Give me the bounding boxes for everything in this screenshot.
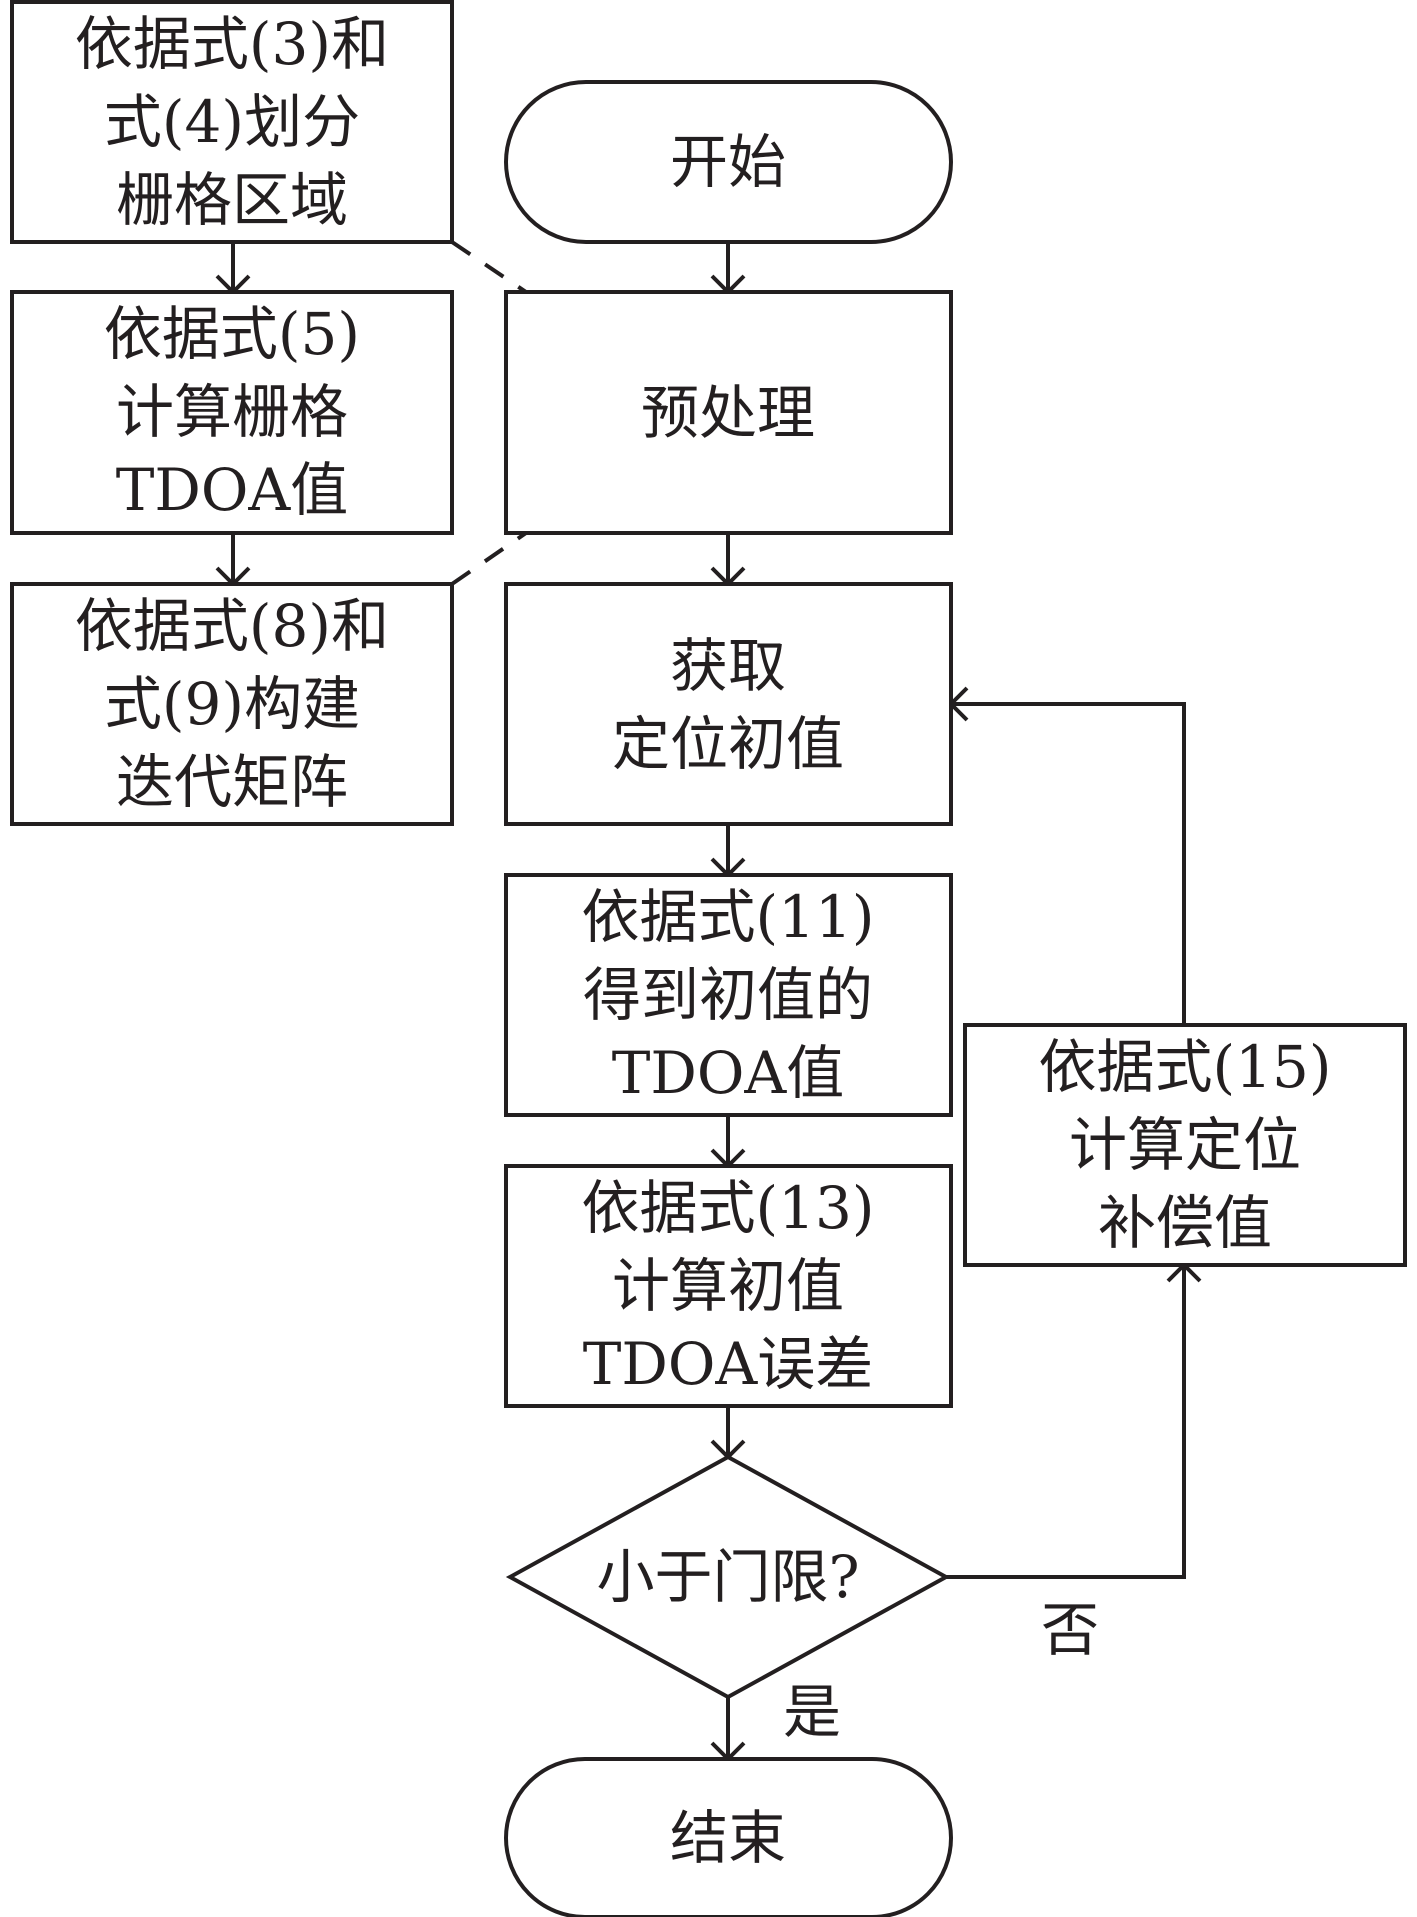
eq11-line-1: 依据式(11) bbox=[581, 883, 874, 951]
preprocess-label: 预处理 bbox=[641, 379, 815, 447]
eq13-line-2: 计算初值 bbox=[612, 1252, 844, 1320]
dashed-link-lower bbox=[450, 531, 528, 586]
get-initial-line-2: 定位初值 bbox=[612, 710, 844, 778]
dashed-link-upper bbox=[450, 240, 528, 294]
end-label: 结束 bbox=[670, 1804, 786, 1872]
eq3-4-line-2: 式(4)划分 bbox=[104, 88, 360, 156]
eq13-line-3: TDOA误差 bbox=[583, 1330, 874, 1398]
eq11-line-2: 得到初值的 bbox=[583, 961, 873, 1029]
start-terminal bbox=[504, 80, 953, 244]
eq15-line-2: 计算定位 bbox=[1069, 1111, 1301, 1179]
decision-diamond bbox=[505, 1454, 951, 1700]
eq11-box bbox=[504, 873, 953, 1117]
edge-label-yes: 是 bbox=[783, 1678, 841, 1746]
eq8-9-line-3: 迭代矩阵 bbox=[116, 748, 348, 816]
get-initial-box bbox=[504, 582, 953, 826]
eq15-line-3: 补偿值 bbox=[1098, 1189, 1272, 1257]
eq13-line-1: 依据式(13) bbox=[581, 1174, 874, 1242]
eq3-4-line-1: 依据式(3)和 bbox=[75, 10, 389, 78]
eq3-4-line-3: 栅格区域 bbox=[116, 166, 348, 234]
edge-decision-eq15 bbox=[946, 1265, 1186, 1579]
eq15-box bbox=[963, 1023, 1407, 1267]
node-labels: 开始 预处理 获取 定位初值 依据式(11) 得到初值的 TDOA值 依据式(1… bbox=[75, 10, 1332, 1872]
decision-label: 小于门限? bbox=[596, 1543, 859, 1611]
end-terminal bbox=[504, 1757, 953, 1917]
eq5-line-1: 依据式(5) bbox=[104, 300, 360, 368]
get-initial-line-1: 获取 bbox=[670, 632, 786, 700]
eq5-line-2: 计算栅格 bbox=[116, 378, 348, 446]
edge-label-no: 否 bbox=[1041, 1596, 1099, 1664]
eq8-9-box bbox=[10, 582, 454, 826]
start-label: 开始 bbox=[670, 128, 786, 196]
eq15-line-1: 依据式(15) bbox=[1038, 1033, 1331, 1101]
eq8-9-line-2: 式(9)构建 bbox=[104, 670, 360, 738]
edge-eq15-get bbox=[951, 702, 1186, 1025]
eq8-9-line-1: 依据式(8)和 bbox=[75, 592, 389, 660]
preprocess-box bbox=[504, 290, 953, 535]
eq3-4-box bbox=[10, 0, 454, 244]
eq11-line-3: TDOA值 bbox=[612, 1039, 845, 1107]
eq13-box bbox=[504, 1164, 953, 1408]
eq5-box bbox=[10, 290, 454, 535]
eq5-line-3: TDOA值 bbox=[116, 456, 349, 524]
